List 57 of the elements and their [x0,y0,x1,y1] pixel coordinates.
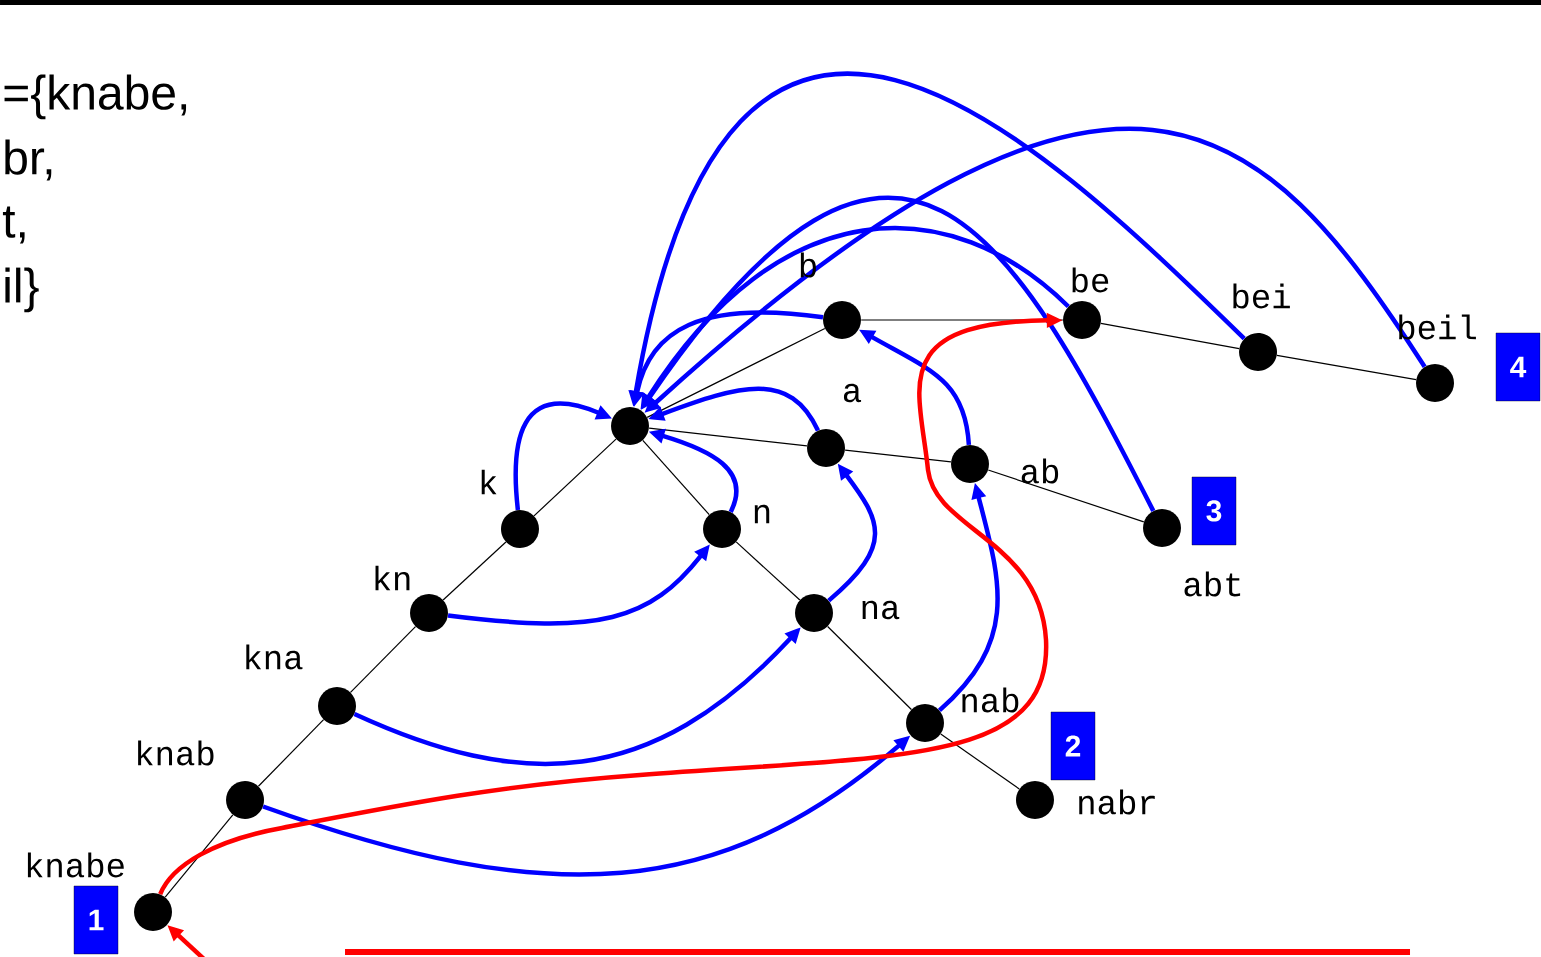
node-dot [226,781,264,819]
node-label: knabe [27,852,124,878]
tree-line [735,541,801,601]
tree-line [642,439,710,516]
node-dot [501,510,539,548]
node-dot [1143,509,1181,547]
node-dot [1239,333,1277,371]
node-label: ab [1021,458,1059,484]
tree-line [940,733,1020,790]
node-dot [1016,781,1054,819]
arrow [641,196,1156,512]
set-text: t, [2,206,25,244]
node-dot [823,301,861,339]
node-label: k [481,469,497,495]
number-box: 2 [1050,711,1096,781]
tree-line [646,327,826,418]
tree-line [349,626,417,693]
node-label: nabr [1079,789,1155,815]
set-text: il} [5,267,39,313]
node-label: nab [962,687,1019,713]
tree-line [844,449,952,463]
number-box: 3 [1191,476,1237,546]
tree-line [1100,322,1240,350]
tree-line [987,469,1145,523]
number-box: 4 [1495,332,1541,402]
tree-line [533,438,617,517]
tree-line [827,625,912,711]
tree-line [442,541,507,601]
node-dot [1063,301,1101,339]
tree-line [164,814,234,898]
node-label: knab [138,740,214,766]
tree-line [1276,354,1417,381]
node-label: b [800,252,816,278]
set-text: br, [5,139,52,181]
number-box: 1 [73,885,119,955]
node-dot [611,407,649,445]
node-label: na [862,600,900,620]
tree-line [257,719,325,787]
node-label: be [1072,267,1109,293]
node-dot [1416,364,1454,402]
node-dot [906,704,944,742]
node-dot [795,594,833,632]
node-label: n [754,504,770,524]
node-dot [703,510,741,548]
node-label: kna [246,644,303,670]
tree-line [648,427,808,447]
node-label: abt [1184,571,1241,597]
node-dot [318,687,356,725]
node-dot [951,445,989,483]
node-label: beil [1399,314,1476,340]
node-dot [410,594,448,632]
node-dot [134,893,172,931]
node-label: kn [375,565,410,591]
node-label: a [843,383,862,403]
set-text: ={knabe, [4,74,187,120]
node-dot [807,429,845,467]
node-label: bei [1233,283,1290,309]
